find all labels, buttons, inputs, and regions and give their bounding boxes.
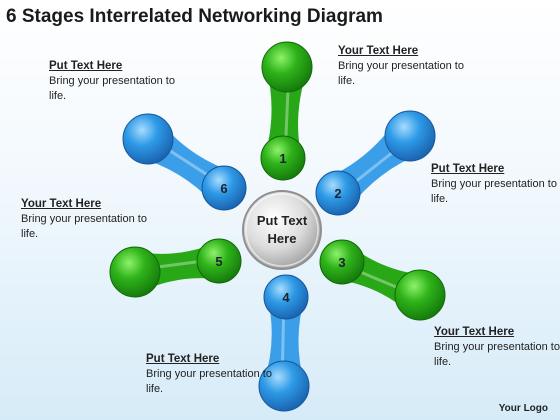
callout-heading: Put Text Here: [431, 163, 505, 175]
callout-body: Bring your presentation to life.: [338, 60, 464, 87]
logo-text: Your Logo: [498, 403, 548, 414]
stage-4-node: [263, 274, 309, 320]
stage-2-outer-node: [384, 110, 436, 162]
callout-heading: Put Text Here: [146, 353, 220, 365]
stage-5-number: 5: [215, 254, 222, 269]
stage-2-node: [315, 170, 361, 216]
stage-2-arm: 2: [315, 110, 436, 216]
stage-6-number: 6: [220, 181, 227, 196]
stage-5-arm: 5: [109, 238, 242, 298]
stage-3-node: [319, 239, 365, 285]
callout-heading: Your Text Here: [338, 45, 419, 57]
stage-1-arm: 1: [260, 41, 313, 181]
stage-5-node: [196, 238, 242, 284]
stage-6-arm: 6: [122, 113, 247, 211]
stage-4-outer-node: [258, 360, 310, 412]
center-label-line1: Put Text: [257, 213, 308, 228]
stage-5-outer-node: [109, 246, 161, 298]
center-node: Put Text Here: [242, 190, 322, 270]
callout-top-left: Put Text Here Bring your presentation to…: [49, 59, 189, 104]
stage-1-outer-node: [261, 41, 313, 93]
callout-heading: Put Text Here: [49, 60, 123, 72]
stage-6-node: [201, 165, 247, 211]
callout-bottom-right: Your Text Here Bring your presentation t…: [434, 325, 560, 370]
stage-2-number: 2: [334, 186, 341, 201]
stage-4-number: 4: [282, 290, 290, 305]
callout-top-right: Your Text Here Bring your presentation t…: [338, 44, 478, 89]
callout-body: Bring your presentation to life.: [21, 213, 147, 240]
callout-bottom-left: Put Text Here Bring your presentation to…: [146, 352, 286, 397]
stage-1-node: [260, 135, 306, 181]
callout-left: Your Text Here Bring your presentation t…: [21, 197, 161, 242]
callout-heading: Your Text Here: [21, 198, 102, 210]
callout-body: Bring your presentation to life.: [431, 178, 557, 205]
stage-1-number: 1: [279, 151, 286, 166]
stage-3-outer-node: [394, 269, 446, 321]
center-label-line2: Here: [268, 231, 297, 246]
callout-body: Bring your presentation to life.: [146, 368, 272, 395]
callout-right: Put Text Here Bring your presentation to…: [431, 162, 560, 207]
callout-heading: Your Text Here: [434, 326, 515, 338]
callout-body: Bring your presentation to life.: [434, 341, 560, 368]
stage-3-number: 3: [338, 255, 345, 270]
stage-3-arm: 3: [319, 239, 446, 321]
page-title: 6 Stages Interrelated Networking Diagram: [6, 6, 383, 27]
callout-body: Bring your presentation to life.: [49, 75, 175, 102]
stage-4-arm: 4: [258, 274, 310, 412]
stage-6-outer-node: [122, 113, 174, 165]
